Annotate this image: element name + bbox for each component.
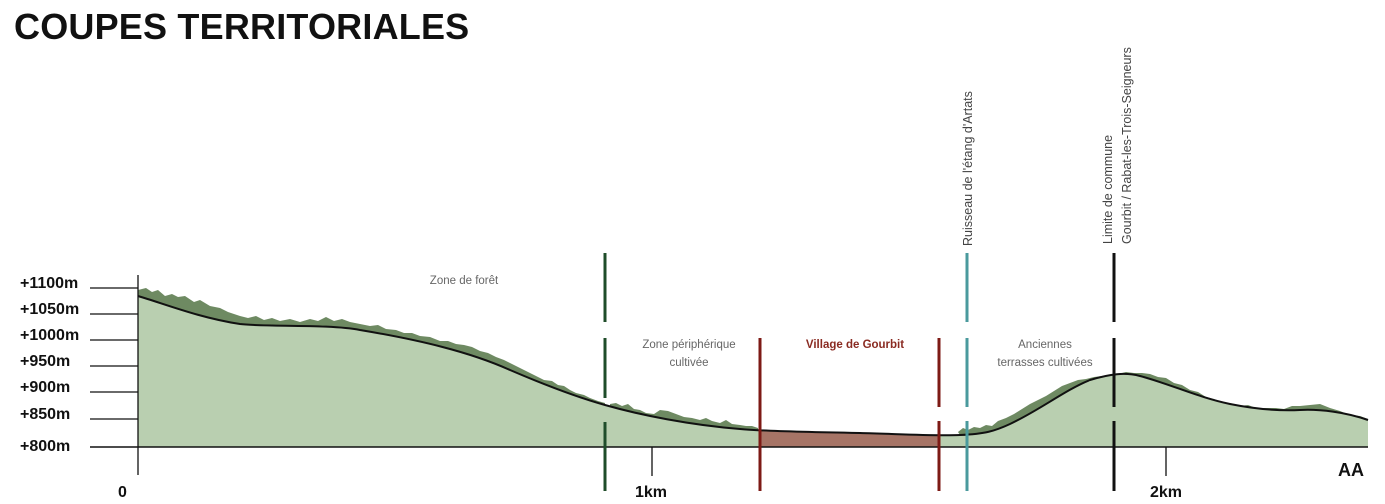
terrain-profile [138,296,1368,447]
elevation-ticks [90,287,138,420]
vegetation-cover [958,372,1368,435]
elevation-label: +800m [20,438,70,455]
distance-label: 2km [1150,484,1182,501]
elevation-label: +1000m [20,327,79,344]
commune-boundary-label: Gourbit / Rabat-les-Trois-Seigneurs [1120,47,1134,244]
zone-label-peripheral: Zone périphérique [642,339,735,351]
elevation-label: +1100m [20,275,78,292]
distance-label: 1km [635,484,667,501]
vegetation-cover [138,288,605,405]
section-id: AA [1338,460,1364,480]
elevation-label: +900m [20,379,70,396]
elevation-label: +950m [20,353,70,370]
zone-label-forest: Zone de forêt [430,275,499,287]
zone-label-terraces: Anciennes [1018,339,1072,351]
stream-label: Ruisseau de l'étang d'Artats [961,91,975,246]
zone-label-terraces: terrasses cultivées [997,357,1092,369]
elevation-label: +850m [20,406,70,423]
elevation-label: +1050m [20,301,79,318]
distance-label: 0 [118,484,127,501]
zone-label-village: Village de Gourbit [806,339,904,351]
terrain-outline [137,295,1369,437]
commune-boundary-label: Limite de commune [1101,135,1115,244]
page-title: COUPES TERRITORIALES [14,6,470,47]
zone-label-peripheral: cultivée [670,357,709,369]
vegetation-cover [610,403,758,430]
